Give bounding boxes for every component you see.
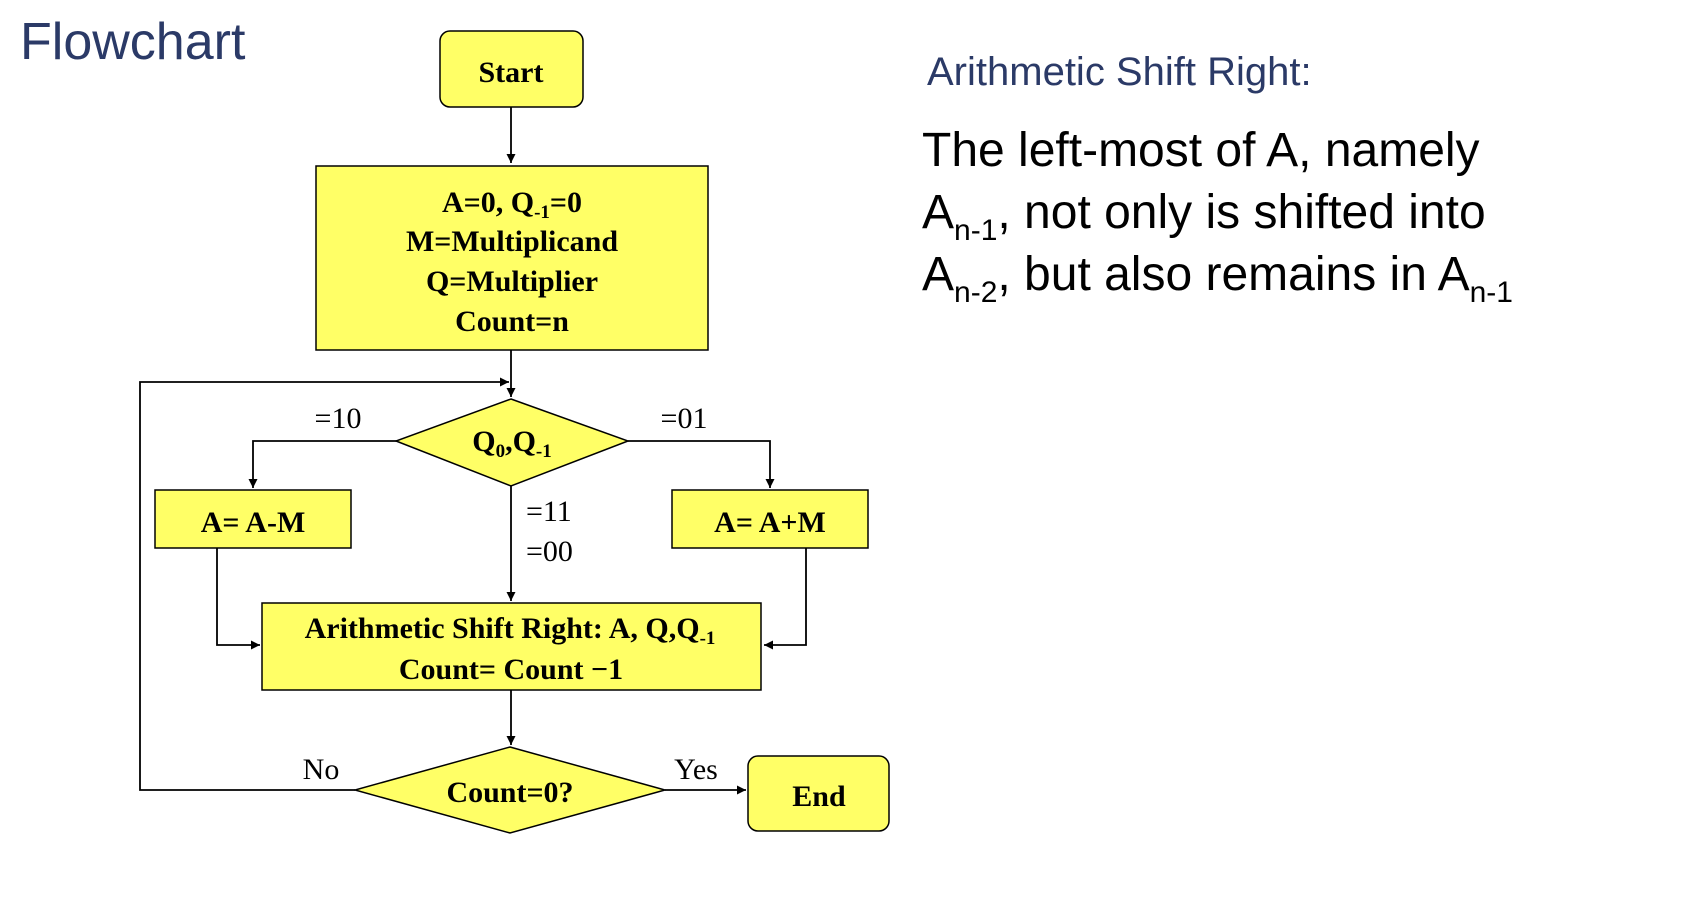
add-node: A= A+M [671, 489, 869, 549]
edge-decision-to-add [628, 440, 775, 488]
shift-line-1: Arithmetic Shift Right: A, Q,Q-1 [305, 612, 716, 649]
notes-line-3: An-2, but also remains in An-1 [922, 244, 1682, 309]
edge-decision-to-subtract [248, 440, 398, 488]
init-line-1-a: A=0, Q [442, 186, 534, 219]
init-node: A=0, Q-1=0 M=Multiplicand Q=Multiplier C… [315, 165, 709, 351]
count-decision-node: Count=0? [352, 746, 668, 834]
notes-line-1: The left-most of A, namely [922, 124, 1480, 177]
bits-sep: ,Q [505, 425, 536, 458]
notes-line-3-var: A [922, 248, 955, 301]
add-label: A= A+M [714, 506, 826, 539]
init-line-1-b: =0 [550, 186, 582, 219]
bits-decision-label: Q0,Q-1 [472, 425, 552, 462]
subtract-label: A= A-M [201, 506, 306, 539]
bits-q-sub: 0 [496, 441, 506, 462]
bits-q1-sub: -1 [536, 441, 552, 462]
edge-no-loop-back [139, 377, 509, 791]
bits-decision-node: Q0,Q-1 [393, 398, 631, 487]
flowchart-edges [139, 107, 807, 795]
shift-line-1-sub: -1 [700, 628, 716, 649]
notes-body: The left-most of A, namely An-1, not onl… [922, 120, 1682, 309]
bits-q: Q [472, 425, 495, 458]
notes-line-2-text: , not only is shifted into [997, 186, 1486, 239]
init-line-2: M=Multiplicand [406, 225, 618, 258]
notes-heading: Arithmetic Shift Right: [927, 50, 1312, 94]
edge-label-01: =01 [661, 402, 708, 435]
edge-add-to-shift [764, 548, 807, 650]
init-line-4: Count=n [455, 305, 569, 338]
notes-line-2: An-1, not only is shifted into [922, 182, 1682, 247]
init-line-3: Q=Multiplier [426, 265, 598, 298]
notes-line-3-subscript: n-2 [954, 276, 998, 309]
shift-line-2: Count= Count −1 [399, 653, 623, 686]
start-node: Start [439, 30, 584, 108]
edge-label-yes: Yes [674, 753, 718, 786]
end-label: End [792, 780, 846, 813]
notes-line-3-subscript-end: n-1 [1469, 276, 1513, 309]
notes-line-2-subscript: n-1 [954, 214, 998, 247]
shift-line-1-a: Arithmetic Shift Right: A, Q,Q [305, 612, 700, 645]
edge-subtract-to-shift [216, 548, 260, 650]
init-line-1-sub: -1 [534, 202, 550, 223]
end-node: End [747, 755, 890, 832]
edge-label-00: =00 [526, 535, 573, 568]
edge-label-10: =10 [315, 402, 362, 435]
subtract-node: A= A-M [154, 489, 352, 549]
start-label: Start [479, 56, 544, 89]
edge-label-no: No [303, 753, 340, 786]
shift-node: Arithmetic Shift Right: A, Q,Q-1 Count= … [261, 602, 762, 691]
count-decision-label: Count=0? [446, 776, 573, 809]
slide-title: Flowchart [20, 13, 246, 71]
edge-label-11: =11 [526, 495, 572, 528]
init-line-1: A=0, Q-1=0 [442, 186, 582, 223]
notes-line-3-text: , but also remains in A [997, 248, 1470, 301]
notes-line-2-var: A [922, 186, 955, 239]
